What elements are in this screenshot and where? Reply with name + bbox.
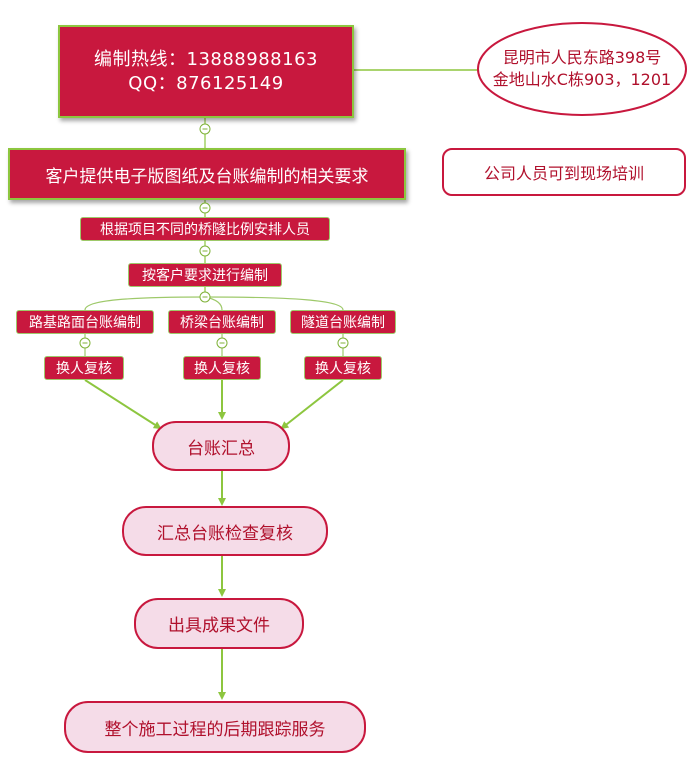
summary-check-label: 汇总台账检查复核 [157, 523, 293, 544]
review-roadbed-label: 换人复核 [56, 361, 112, 377]
connector-branch-right [204, 296, 344, 311]
collapse-toggle-compile[interactable] [199, 291, 211, 303]
follow-up-service-label: 整个施工过程的后期跟踪服务 [104, 719, 326, 740]
arrange-staff-node: 根据项目不同的桥隧比例安排人员 [80, 217, 330, 241]
branch-bridge-node: 桥梁台账编制 [168, 310, 276, 334]
follow-up-service-node: 整个施工过程的后期跟踪服务 [64, 701, 366, 753]
provide-drawings-node: 客户提供电子版图纸及台账编制的相关要求 [8, 148, 406, 200]
training-note-label: 公司人员可到现场培训 [483, 164, 644, 183]
hotline-box: 编制热线：13888988163 QQ：876125149 [58, 25, 354, 118]
hotline-phone: 编制热线：13888988163 [94, 48, 318, 70]
review-bridge-label: 换人复核 [194, 361, 250, 377]
address-oval [477, 22, 687, 116]
collapse-toggle-arrange[interactable] [199, 245, 211, 257]
training-note-box: 公司人员可到现场培训 [442, 148, 686, 196]
summary-check-node: 汇总台账检查复核 [122, 506, 328, 556]
collapse-toggle-roadbed[interactable] [79, 337, 91, 349]
ledger-summary-label: 台账汇总 [187, 438, 255, 459]
collapse-toggle-hotline[interactable] [199, 123, 211, 135]
address-text: 昆明市人民东路398号 金地山水C栋903，1201 [484, 36, 680, 102]
address-line-2: 金地山水C栋903，1201 [492, 70, 672, 89]
arrow-review-right-summary [280, 379, 344, 430]
output-results-node: 出具成果文件 [134, 598, 304, 649]
compile-node: 按客户要求进行编制 [128, 263, 282, 287]
review-tunnel-label: 换人复核 [315, 361, 371, 377]
branch-roadbed-label: 路基路面台账编制 [29, 315, 141, 331]
review-bridge-node: 换人复核 [183, 356, 261, 380]
compile-label: 按客户要求进行编制 [142, 268, 268, 284]
branch-bridge-label: 桥梁台账编制 [180, 315, 264, 331]
collapse-toggle-bridge[interactable] [216, 337, 228, 349]
branch-tunnel-node: 隧道台账编制 [290, 310, 396, 334]
hotline-qq: QQ：876125149 [128, 72, 284, 94]
output-results-label: 出具成果文件 [168, 616, 270, 636]
address-line-1: 昆明市人民东路398号 [502, 48, 662, 67]
collapse-toggle-provide[interactable] [199, 202, 211, 214]
ledger-summary-node: 台账汇总 [152, 421, 290, 471]
collapse-toggle-tunnel[interactable] [337, 337, 349, 349]
review-tunnel-node: 换人复核 [304, 356, 382, 380]
review-roadbed-node: 换人复核 [44, 356, 124, 380]
provide-drawings-label: 客户提供电子版图纸及台账编制的相关要求 [45, 166, 369, 187]
connector-branch-left [84, 296, 206, 311]
branch-roadbed-node: 路基路面台账编制 [16, 310, 154, 334]
branch-tunnel-label: 隧道台账编制 [301, 315, 385, 331]
arrange-staff-label: 根据项目不同的桥隧比例安排人员 [100, 222, 310, 238]
arrow-review-left-summary [84, 379, 162, 430]
